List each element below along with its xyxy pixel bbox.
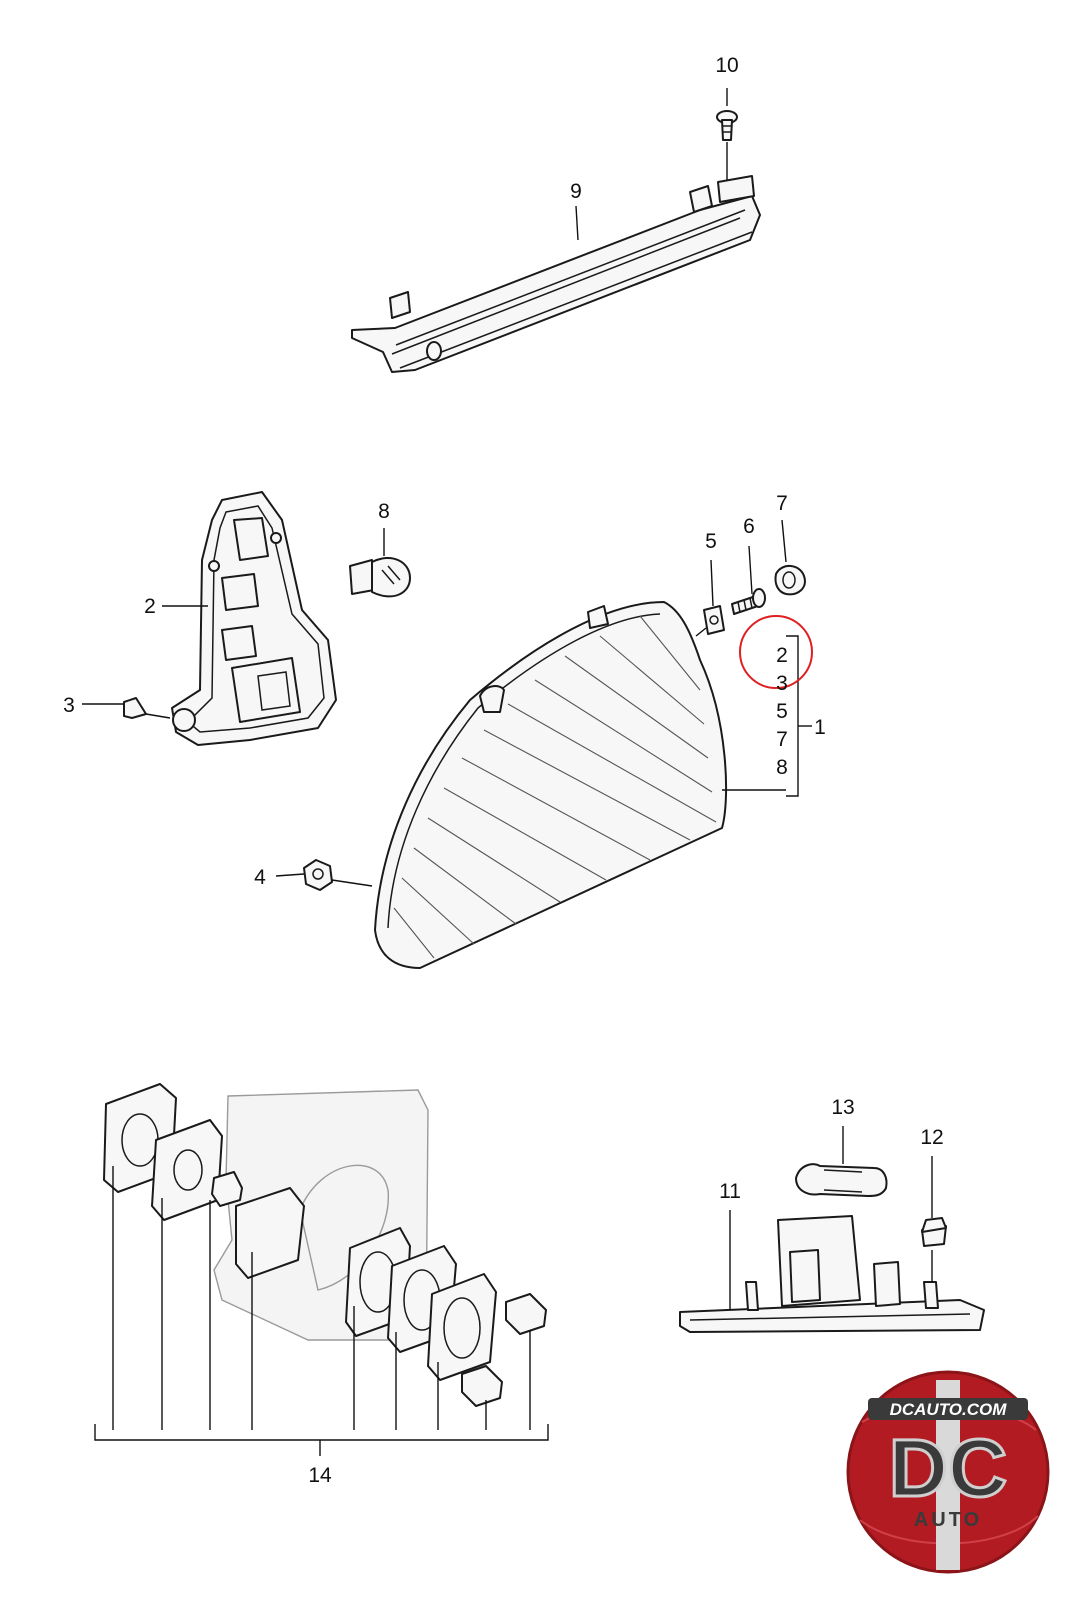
highlight-circle xyxy=(739,615,813,689)
callout-13: 13 xyxy=(831,1096,854,1119)
callout-12: 12 xyxy=(920,1126,943,1149)
part-4-nut xyxy=(303,859,333,891)
part-8-bulb xyxy=(349,557,411,598)
callout-9: 9 xyxy=(570,180,582,203)
kit-contents-list: 2 3 5 7 8 xyxy=(776,644,788,779)
part-14-bracket-assembly xyxy=(94,1083,549,1456)
callout-3: 3 xyxy=(63,694,75,717)
part-10-screw xyxy=(716,110,738,141)
part-9-light-bar xyxy=(351,175,761,373)
callout-10: 10 xyxy=(715,54,738,77)
logo-letters: DC xyxy=(889,1423,1007,1514)
logo-sub: AUTO xyxy=(914,1509,982,1531)
kit-item: 5 xyxy=(776,700,788,723)
part-12-clip xyxy=(921,1217,947,1247)
callout-7: 7 xyxy=(776,492,788,515)
part-3-clip xyxy=(123,697,147,719)
part-11-lamp-housing xyxy=(679,1215,985,1333)
kit-item: 7 xyxy=(776,728,788,751)
callout-14: 14 xyxy=(308,1464,332,1487)
callout-labels: 10 9 8 7 6 5 2 3 4 1 13 12 11 14 xyxy=(63,54,944,1487)
part-6-screw xyxy=(731,588,766,615)
part-5-clip-nut xyxy=(703,605,725,635)
logo-brand: DCAUTO.COM xyxy=(890,1400,1008,1419)
part-7-grommet xyxy=(774,565,806,596)
dcauto-logo: DCAUTO.COM DC AUTO xyxy=(846,1370,1050,1574)
callout-6: 6 xyxy=(743,515,755,538)
callout-2: 2 xyxy=(144,595,156,618)
callout-4: 4 xyxy=(254,866,266,889)
part-13-festoon-bulb xyxy=(795,1163,888,1197)
leader-lines xyxy=(82,88,933,1310)
kit-item: 3 xyxy=(776,672,788,695)
part-1-lens xyxy=(374,601,728,969)
part-2-bulb-holder xyxy=(171,491,337,746)
callout-11: 11 xyxy=(719,1180,741,1203)
kit-item: 8 xyxy=(776,756,788,779)
callout-5: 5 xyxy=(705,530,717,553)
kit-item: 2 xyxy=(776,644,788,667)
callout-1: 1 xyxy=(814,716,826,739)
callout-8: 8 xyxy=(378,500,390,523)
